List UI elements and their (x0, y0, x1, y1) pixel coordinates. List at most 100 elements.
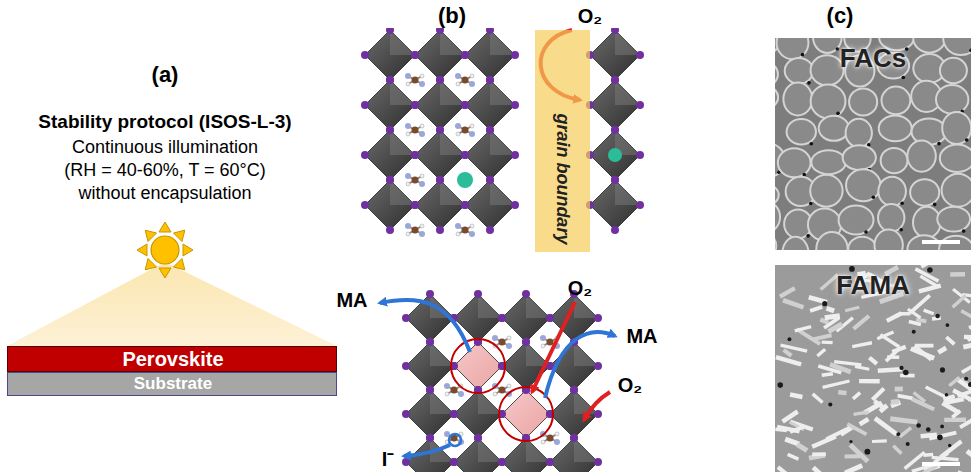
grain (819, 116, 849, 141)
species-label: I⁻ (382, 445, 395, 472)
platelet (964, 335, 971, 339)
grain (942, 174, 971, 207)
iodide-atom (402, 362, 410, 370)
iodide-arrow (404, 445, 450, 456)
octahedron-face (478, 294, 502, 318)
grain (813, 38, 842, 53)
grain (849, 88, 877, 115)
iodide-atom (386, 126, 394, 134)
pinhole (946, 323, 950, 327)
iodide-atom (450, 458, 458, 466)
iodide-atom (570, 386, 578, 394)
octahedron (406, 390, 454, 438)
iodide-atom (411, 51, 419, 59)
hydrogen-atom (445, 392, 449, 396)
grain (816, 232, 847, 250)
grain (881, 87, 910, 115)
iodide-atom (426, 338, 434, 346)
octahedron-face (490, 130, 515, 155)
grain (910, 179, 939, 206)
grain (775, 201, 780, 232)
octahedron-face (390, 180, 415, 205)
iodide-atom (498, 458, 506, 466)
platelet (826, 306, 835, 313)
iodide-atom (386, 226, 394, 234)
platelet (960, 309, 971, 322)
octahedron (465, 130, 515, 180)
octahedron (465, 180, 515, 230)
iodide-atom (511, 151, 519, 159)
octahedron-face (615, 180, 640, 205)
iodide-atom (474, 434, 482, 442)
platelet (885, 349, 899, 362)
platelet (790, 392, 803, 399)
scale-bar (922, 462, 960, 466)
iodide-atom (611, 126, 619, 134)
octahedron (454, 342, 502, 390)
node-text: grain boundary (553, 113, 573, 244)
iodide-atom (636, 201, 644, 209)
hydrogen-atom (420, 174, 424, 178)
nitrogen-atom (405, 73, 411, 79)
sem-grains (775, 38, 971, 250)
octahedron (415, 80, 465, 130)
nitrogen-atom (419, 231, 425, 237)
octahedron-face (490, 80, 515, 105)
nitrogen-atom (444, 383, 450, 389)
octahedron-face (615, 30, 640, 55)
carbon-atom (412, 127, 419, 134)
platelet (911, 397, 935, 411)
iodide-atom (461, 201, 469, 209)
pinhole (935, 314, 940, 319)
hydrogen-atom (420, 74, 424, 78)
octahedron (502, 294, 550, 342)
platelet (945, 336, 956, 346)
protocol-note: without encapsulation (78, 183, 251, 204)
iodide-atom (522, 290, 530, 298)
grain (940, 58, 967, 83)
octahedron-face (574, 342, 598, 366)
nitrogen-atom (506, 343, 512, 349)
carbon-atom (412, 177, 419, 184)
iodide-atom (611, 176, 619, 184)
iodide-atom (450, 410, 458, 418)
platelet (908, 320, 921, 327)
grain (775, 232, 776, 250)
pinhole (948, 444, 951, 447)
octahedron (365, 130, 415, 180)
sem-ground (775, 265, 971, 472)
iodide-atom (546, 458, 554, 466)
platelet (789, 425, 804, 434)
iodide-atom (436, 176, 444, 184)
sem-panel: FACs (775, 38, 971, 250)
platelet (941, 401, 960, 414)
octahedron-face (430, 390, 454, 414)
nitrogen-atom (492, 335, 498, 341)
iodide-atom (386, 28, 394, 34)
hydrogen-atom (470, 224, 474, 228)
hydrogen-atom (406, 82, 410, 86)
iodide-atom (450, 410, 458, 418)
iodide-atom (611, 76, 619, 84)
iodide-atom (426, 434, 434, 442)
grain (913, 207, 941, 238)
platelet (968, 398, 971, 403)
platelet (822, 379, 850, 389)
perovskite-lattice (361, 28, 644, 237)
platelet (779, 286, 796, 298)
iodide-atom (570, 434, 578, 442)
perovskite-lattice (402, 290, 602, 472)
pinhole (916, 423, 921, 428)
iodide-atom (461, 201, 469, 209)
platelet (844, 463, 863, 472)
grain (778, 148, 811, 177)
iodide-atom (402, 458, 410, 466)
octahedron (415, 180, 465, 230)
pinhole (822, 301, 827, 306)
oxygen-arrow (584, 392, 610, 420)
sun-ray (159, 222, 171, 232)
grain (874, 230, 902, 250)
nitrogen-atom (419, 81, 425, 87)
pinhole (777, 382, 783, 388)
